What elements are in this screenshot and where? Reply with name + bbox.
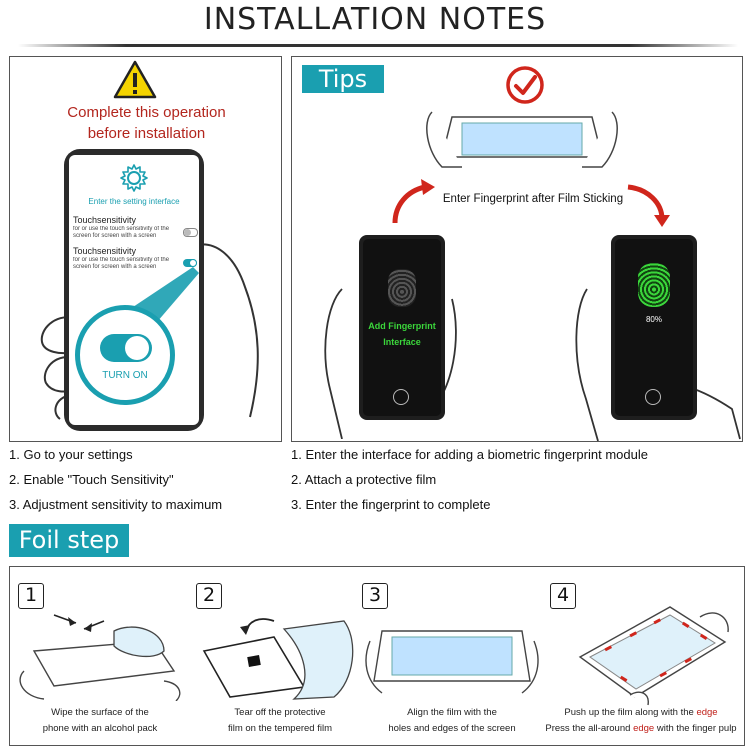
foil-step-2-line-2: film on the tempered film xyxy=(227,723,332,734)
foil-step-4-line-1-text: Push up the film along with the xyxy=(564,707,697,718)
right-fingerprint-sensor[interactable] xyxy=(645,389,661,405)
big-toggle[interactable] xyxy=(100,334,152,362)
foil-step-4-line-2-edge: edge xyxy=(633,723,655,734)
tips-step-1: 1. Enter the interface for adding a biom… xyxy=(291,447,648,462)
foil-step-2-line-1: Tear off the protective xyxy=(234,707,326,718)
option2-desc: for or use the touch sensitivity of the … xyxy=(73,257,170,270)
gear-icon xyxy=(120,164,148,192)
zoom-circle: TURN ON xyxy=(75,305,175,405)
foil-step-1-line-2: phone with an alcohol pack xyxy=(42,723,158,734)
settings-step-3: 3. Adjustment sensitivity to maximum xyxy=(9,497,223,512)
tips-step-3: 3. Enter the fingerprint to complete xyxy=(291,497,491,512)
foil-steps-panel: 1 Wipe the surface of the phone with an … xyxy=(9,566,745,746)
settings-panel: Complete this operation before installat… xyxy=(9,56,282,442)
settings-steps-list: 1. Go to your settings 2. Enable "Touch … xyxy=(9,442,287,517)
press-edge-illustration xyxy=(578,606,729,706)
fingerprint-icon xyxy=(388,269,416,307)
arrow-down-icon xyxy=(627,184,670,227)
foil-step-1-number: 1 xyxy=(18,583,44,609)
wipe-illustration xyxy=(19,614,181,701)
settings-step-1: 1. Go to your settings xyxy=(9,447,133,462)
fingerprint-green-icon xyxy=(638,263,670,307)
tips-tag: Tips xyxy=(302,65,384,93)
option1-toggle[interactable] xyxy=(183,228,198,237)
option2-label: Touchsensitivity xyxy=(73,246,137,256)
foil-step-1-line-1: Wipe the surface of the xyxy=(51,707,149,718)
foil-step-4-line-2-text-c: with the finger pulp xyxy=(654,723,737,734)
title-divider xyxy=(18,44,738,47)
right-phone-screen: 80% xyxy=(615,239,693,416)
foil-step-3-number: 3 xyxy=(362,583,388,609)
right-phone: 80% xyxy=(611,235,697,420)
left-phone-text-2: Interface xyxy=(383,337,421,347)
foil-step-2-number: 2 xyxy=(196,583,222,609)
foil-step-3-line-1: Align the film with the xyxy=(407,707,497,718)
phone-screen: Enter the setting interface Touchsensiti… xyxy=(69,155,199,425)
foil-step-4-line-2: Press the all-around edge with the finge… xyxy=(536,721,746,737)
film-with-hands xyxy=(426,111,618,168)
left-phone-text-1: Add Fingerprint xyxy=(368,321,436,331)
option2-toggle[interactable] xyxy=(183,259,197,267)
foil-step-3-line-2: holes and edges of the screen xyxy=(388,723,516,734)
warning-line-2: before installation xyxy=(87,125,206,142)
option1-desc: for or use the touch sensitivity of the … xyxy=(73,226,170,239)
setting-title: Enter the setting interface xyxy=(88,197,180,206)
right-phone-progress: 80% xyxy=(645,315,662,324)
left-fingerprint-sensor[interactable] xyxy=(393,389,409,405)
settings-phone: Enter the setting interface Touchsensiti… xyxy=(64,149,204,431)
left-phone: Add Fingerprint Interface xyxy=(359,235,445,420)
tips-caption: Enter Fingerprint after Film Sticking xyxy=(442,193,624,205)
foil-step-tag: Foil step xyxy=(9,524,129,557)
foil-step-4-line-1: Push up the film along with the edge xyxy=(536,705,746,721)
foil-step-4-line-2-text-a: Press the all-around xyxy=(545,723,634,734)
warning-icon xyxy=(113,60,157,99)
option1-label: Touchsensitivity xyxy=(73,215,137,225)
tips-steps-list: 1. Enter the interface for adding a biom… xyxy=(291,442,749,517)
arrow-up-icon xyxy=(392,179,435,224)
foil-step-4-line-1-edge: edge xyxy=(696,707,718,718)
foil-step-4-number: 4 xyxy=(550,583,576,609)
turn-on-label: TURN ON xyxy=(102,370,148,381)
warning-line-1: Complete this operation xyxy=(67,104,226,121)
peel-illustration xyxy=(202,618,354,700)
check-icon xyxy=(506,66,544,104)
left-phone-screen: Add Fingerprint Interface xyxy=(363,239,441,416)
settings-step-2: 2. Enable "Touch Sensitivity" xyxy=(9,472,174,487)
tips-step-2: 2. Attach a protective film xyxy=(291,472,437,487)
tips-panel: Tips Enter Fingerprint after Film Sticki… xyxy=(291,56,743,442)
page-title: INSTALLATION NOTES xyxy=(203,2,547,37)
align-illustration xyxy=(365,630,539,694)
